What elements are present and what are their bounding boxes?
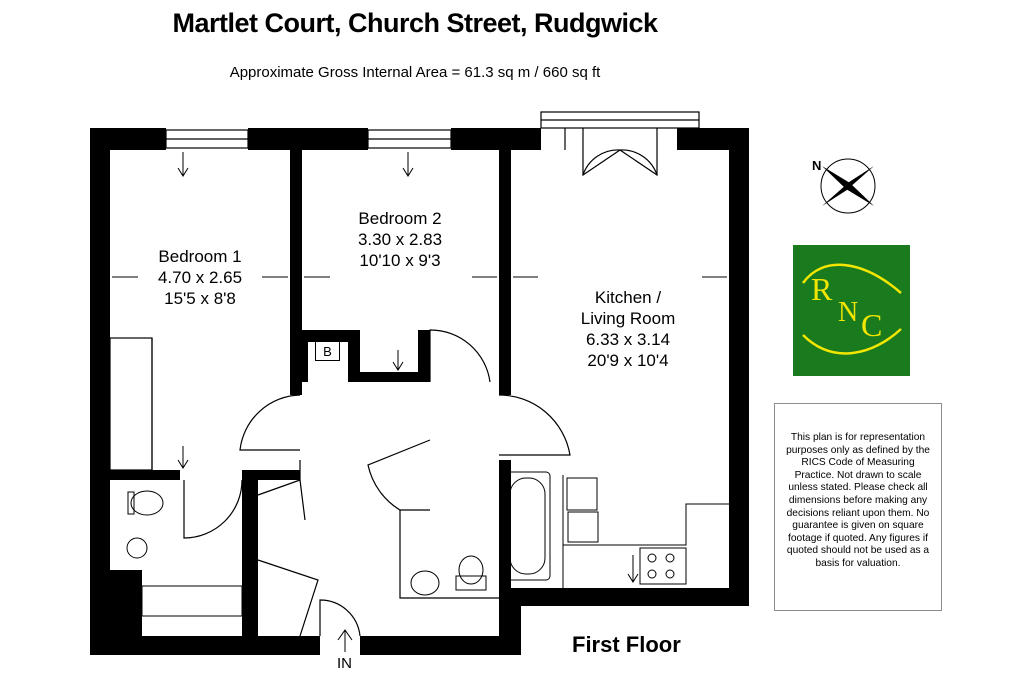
room-label-bedroom1: Bedroom 1 4.70 x 2.65 15'5 x 8'8: [140, 246, 260, 309]
gross-area-subtitle: Approximate Gross Internal Area = 61.3 s…: [229, 64, 601, 81]
disclaimer-box: This plan is for representation purposes…: [774, 403, 942, 611]
wall-cupboard-right: [348, 330, 360, 382]
room-name: Bedroom 2: [358, 209, 442, 228]
wall-bath-top: [110, 470, 180, 480]
wall-bottom-step: [499, 588, 521, 655]
wall-left: [90, 128, 110, 655]
wall-cupboard-top: [302, 330, 360, 342]
wall-bottom-right: [499, 588, 749, 606]
room-name: Bedroom 1: [158, 247, 242, 266]
room-size-imperial: 20'9 x 10'4: [587, 351, 669, 370]
walls: [90, 128, 749, 655]
room-name-line2: Living Room: [580, 309, 676, 328]
windows: [165, 111, 700, 149]
dimension-arrows: [112, 152, 727, 652]
room-size-metric: 3.30 x 2.83: [357, 230, 443, 249]
wall-bed2-kitchen: [499, 150, 511, 395]
fixtures: [126, 471, 729, 617]
wall-bath-right: [242, 480, 258, 636]
room-label-kitchen: Kitchen / Living Room 6.33 x 3.14 20'9 x…: [562, 287, 694, 371]
wall-top-mid: [248, 128, 368, 150]
room-size-metric: 4.70 x 2.65: [157, 268, 243, 287]
wall-bottom-mid: [360, 636, 520, 655]
room-size-metric: 6.33 x 3.14: [585, 330, 671, 349]
logo-letter-r: R: [811, 271, 833, 307]
north-letter: N: [812, 158, 822, 173]
wall-top-mid2: [451, 128, 541, 150]
logo-graphic: [793, 245, 910, 376]
logo-letter-n: N: [838, 297, 859, 328]
rnc-logo: R N C: [793, 245, 910, 376]
entrance-label: IN: [337, 655, 352, 672]
room-name-line1: Kitchen /: [594, 288, 662, 307]
wall-corner-block: [110, 570, 142, 636]
wall-bath-top2: [242, 470, 300, 480]
logo-letter-c: C: [861, 307, 883, 343]
floor-label: First Floor: [572, 632, 681, 657]
wall-right: [729, 128, 749, 606]
doors: [109, 128, 658, 637]
boiler-label: B: [315, 341, 340, 361]
wall-cupboard-left: [302, 330, 308, 382]
wall-bed1-bed2: [290, 150, 302, 395]
room-size-imperial: 15'5 x 8'8: [164, 289, 236, 308]
wall-bottom-left: [90, 636, 320, 655]
plan-title: Martlet Court, Church Street, Rudgwick: [172, 8, 658, 38]
room-label-bedroom2: Bedroom 2 3.30 x 2.83 10'10 x 9'3: [338, 208, 462, 271]
compass-icon: [820, 158, 876, 214]
room-size-imperial: 10'10 x 9'3: [359, 251, 441, 270]
wall-bed2-base: [360, 372, 430, 382]
wall-bed2-stub: [418, 330, 430, 382]
